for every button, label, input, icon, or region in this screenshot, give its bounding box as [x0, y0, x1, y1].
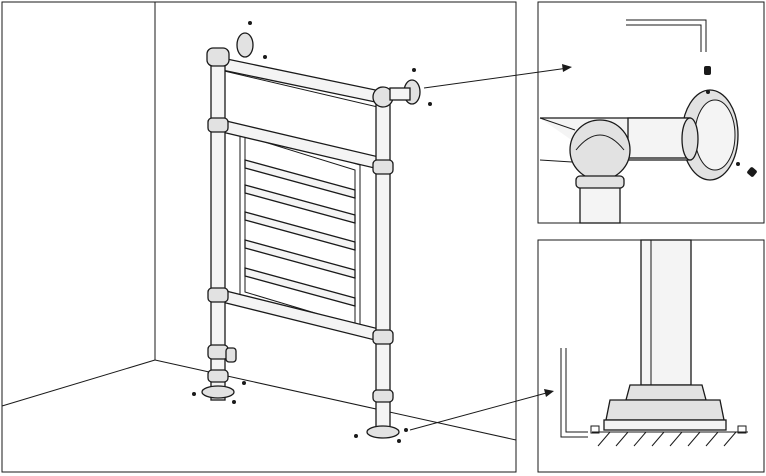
grub-screw-icon [704, 66, 711, 75]
arrow-icon [409, 389, 554, 431]
wall-bracket-detail-panel [537, 1, 765, 224]
hex-key-icon [626, 19, 707, 52]
floor-foot-detail-panel [537, 239, 765, 473]
main-view-panel [1, 1, 517, 473]
floor-hatching [592, 431, 748, 447]
grub-screw-icon [590, 425, 600, 434]
grub-screw-icon [747, 167, 757, 177]
hex-key-icon [560, 348, 588, 438]
arrow-icon [423, 64, 572, 89]
grub-screw-icon [737, 425, 747, 434]
towel-radiator [192, 21, 432, 443]
screw-dots [192, 21, 432, 443]
radiator-rungs [244, 159, 356, 307]
